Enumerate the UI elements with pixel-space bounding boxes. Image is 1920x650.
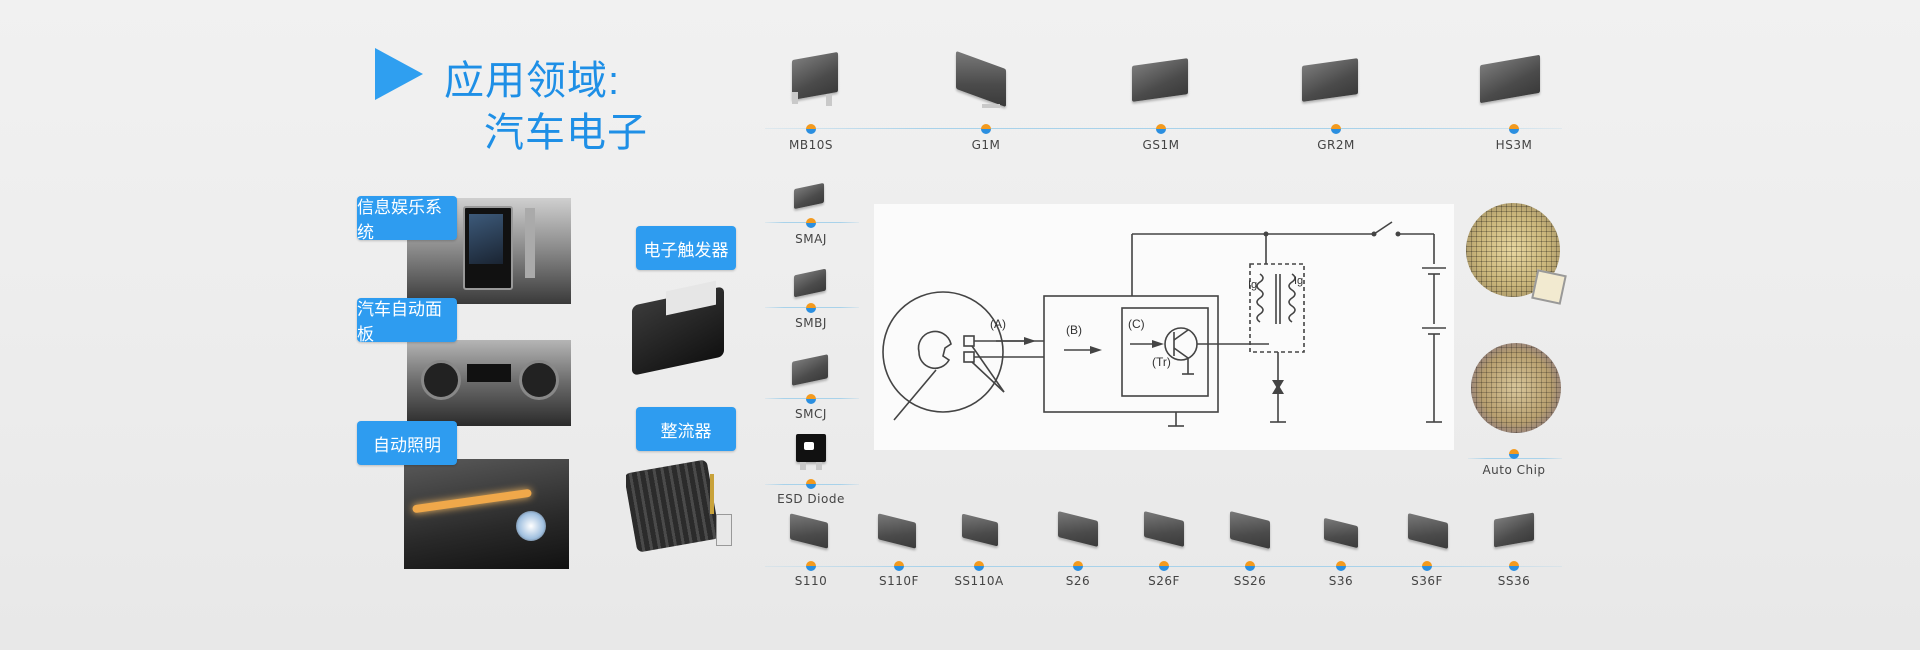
wafer-image-bottom <box>1471 343 1561 433</box>
tag-electronic-trigger[interactable]: 电子触发器 <box>636 226 736 270</box>
dot-gs1m <box>1156 124 1166 134</box>
label-hs3m: HS3M <box>1495 138 1533 152</box>
label-s26: S26 <box>1065 574 1091 588</box>
dot-smbj <box>806 303 816 313</box>
tag-rectifier[interactable]: 整流器 <box>636 407 736 451</box>
label-smcj: SMCJ <box>795 407 827 421</box>
label-smaj: SMAJ <box>795 232 827 246</box>
chip-smcj <box>788 352 834 390</box>
chip-ss36 <box>1490 512 1540 554</box>
label-esd-diode: ESD Diode <box>777 492 845 506</box>
dot-s36f <box>1422 561 1432 571</box>
chip-s110f <box>874 513 922 552</box>
label-gs1m: GS1M <box>1142 138 1180 152</box>
dot-auto-chip <box>1509 449 1519 459</box>
dot-ss36 <box>1509 561 1519 571</box>
diagram-label-a: (A) <box>990 317 1006 331</box>
label-s36f: S36F <box>1411 574 1443 588</box>
chip-smbj <box>790 266 832 302</box>
page-subtitle: 汽车电子 <box>484 111 648 155</box>
dot-ss26 <box>1245 561 1255 571</box>
dot-smaj <box>806 218 816 228</box>
dot-ss110a <box>974 561 984 571</box>
dot-hs3m <box>1509 124 1519 134</box>
label-gr2m: GR2M <box>1317 138 1355 152</box>
dot-mb10s <box>806 124 816 134</box>
label-g1m: G1M <box>971 138 1001 152</box>
headlight-photo <box>404 459 569 569</box>
label-s110: S110 <box>794 574 828 588</box>
chip-mb10s <box>782 50 852 110</box>
label-s110f: S110F <box>879 574 919 588</box>
dot-s26f <box>1159 561 1169 571</box>
dashboard-photo <box>407 340 571 426</box>
label-auto-chip: Auto Chip <box>1482 463 1546 477</box>
dot-esd-diode <box>806 479 816 489</box>
rectifier-photo <box>626 454 738 566</box>
chip-ss26 <box>1226 511 1276 554</box>
chip-s26 <box>1054 511 1104 552</box>
label-ss26: SS26 <box>1233 574 1267 588</box>
label-mb10s: MB10S <box>789 138 833 152</box>
diagram-label-ig2: Ig <box>1294 275 1303 287</box>
label-ss110a: SS110A <box>954 574 1004 588</box>
dot-s36 <box>1336 561 1346 571</box>
chip-s26f <box>1140 511 1190 552</box>
chip-s110 <box>786 513 834 552</box>
tag-infotainment[interactable]: 信息娱乐系统 <box>357 196 457 242</box>
diagram-label-b: (B) <box>1066 323 1082 337</box>
chip-s36f <box>1404 513 1454 554</box>
label-smbj: SMBJ <box>795 316 827 330</box>
chip-gr2m <box>1298 56 1364 108</box>
diagram-label-ig1: Ig <box>1248 279 1257 291</box>
dot-smcj <box>806 394 816 404</box>
tag-auto-panel[interactable]: 汽车自动面板 <box>357 298 457 344</box>
chip-s36 <box>1320 517 1364 552</box>
die-image <box>1531 269 1567 305</box>
dot-s110f <box>894 561 904 571</box>
dot-s26 <box>1073 561 1083 571</box>
dot-gr2m <box>1331 124 1341 134</box>
chip-ss110a <box>958 513 1004 550</box>
chip-esd-diode <box>794 432 828 474</box>
ignition-circuit-diagram: (A) (B) (C) (Tr) Ig Ig <box>874 204 1454 450</box>
label-s26f: S26F <box>1148 574 1180 588</box>
tag-auto-lighting[interactable]: 自动照明 <box>357 421 457 465</box>
label-s36: S36 <box>1328 574 1354 588</box>
diagram-label-c: (C) <box>1128 317 1145 331</box>
trigger-module-photo <box>626 276 734 378</box>
dot-s110 <box>806 561 816 571</box>
play-arrow-icon <box>375 48 423 100</box>
label-ss36: SS36 <box>1497 574 1531 588</box>
chip-hs3m <box>1476 54 1546 108</box>
chip-smaj <box>790 180 830 214</box>
infotainment-photo <box>407 198 571 304</box>
page-title: 应用领域: <box>444 59 621 103</box>
chip-gs1m <box>1128 56 1194 108</box>
diagram-label-tr: (Tr) <box>1152 355 1171 369</box>
dot-g1m <box>981 124 991 134</box>
chip-g1m <box>952 50 1012 110</box>
